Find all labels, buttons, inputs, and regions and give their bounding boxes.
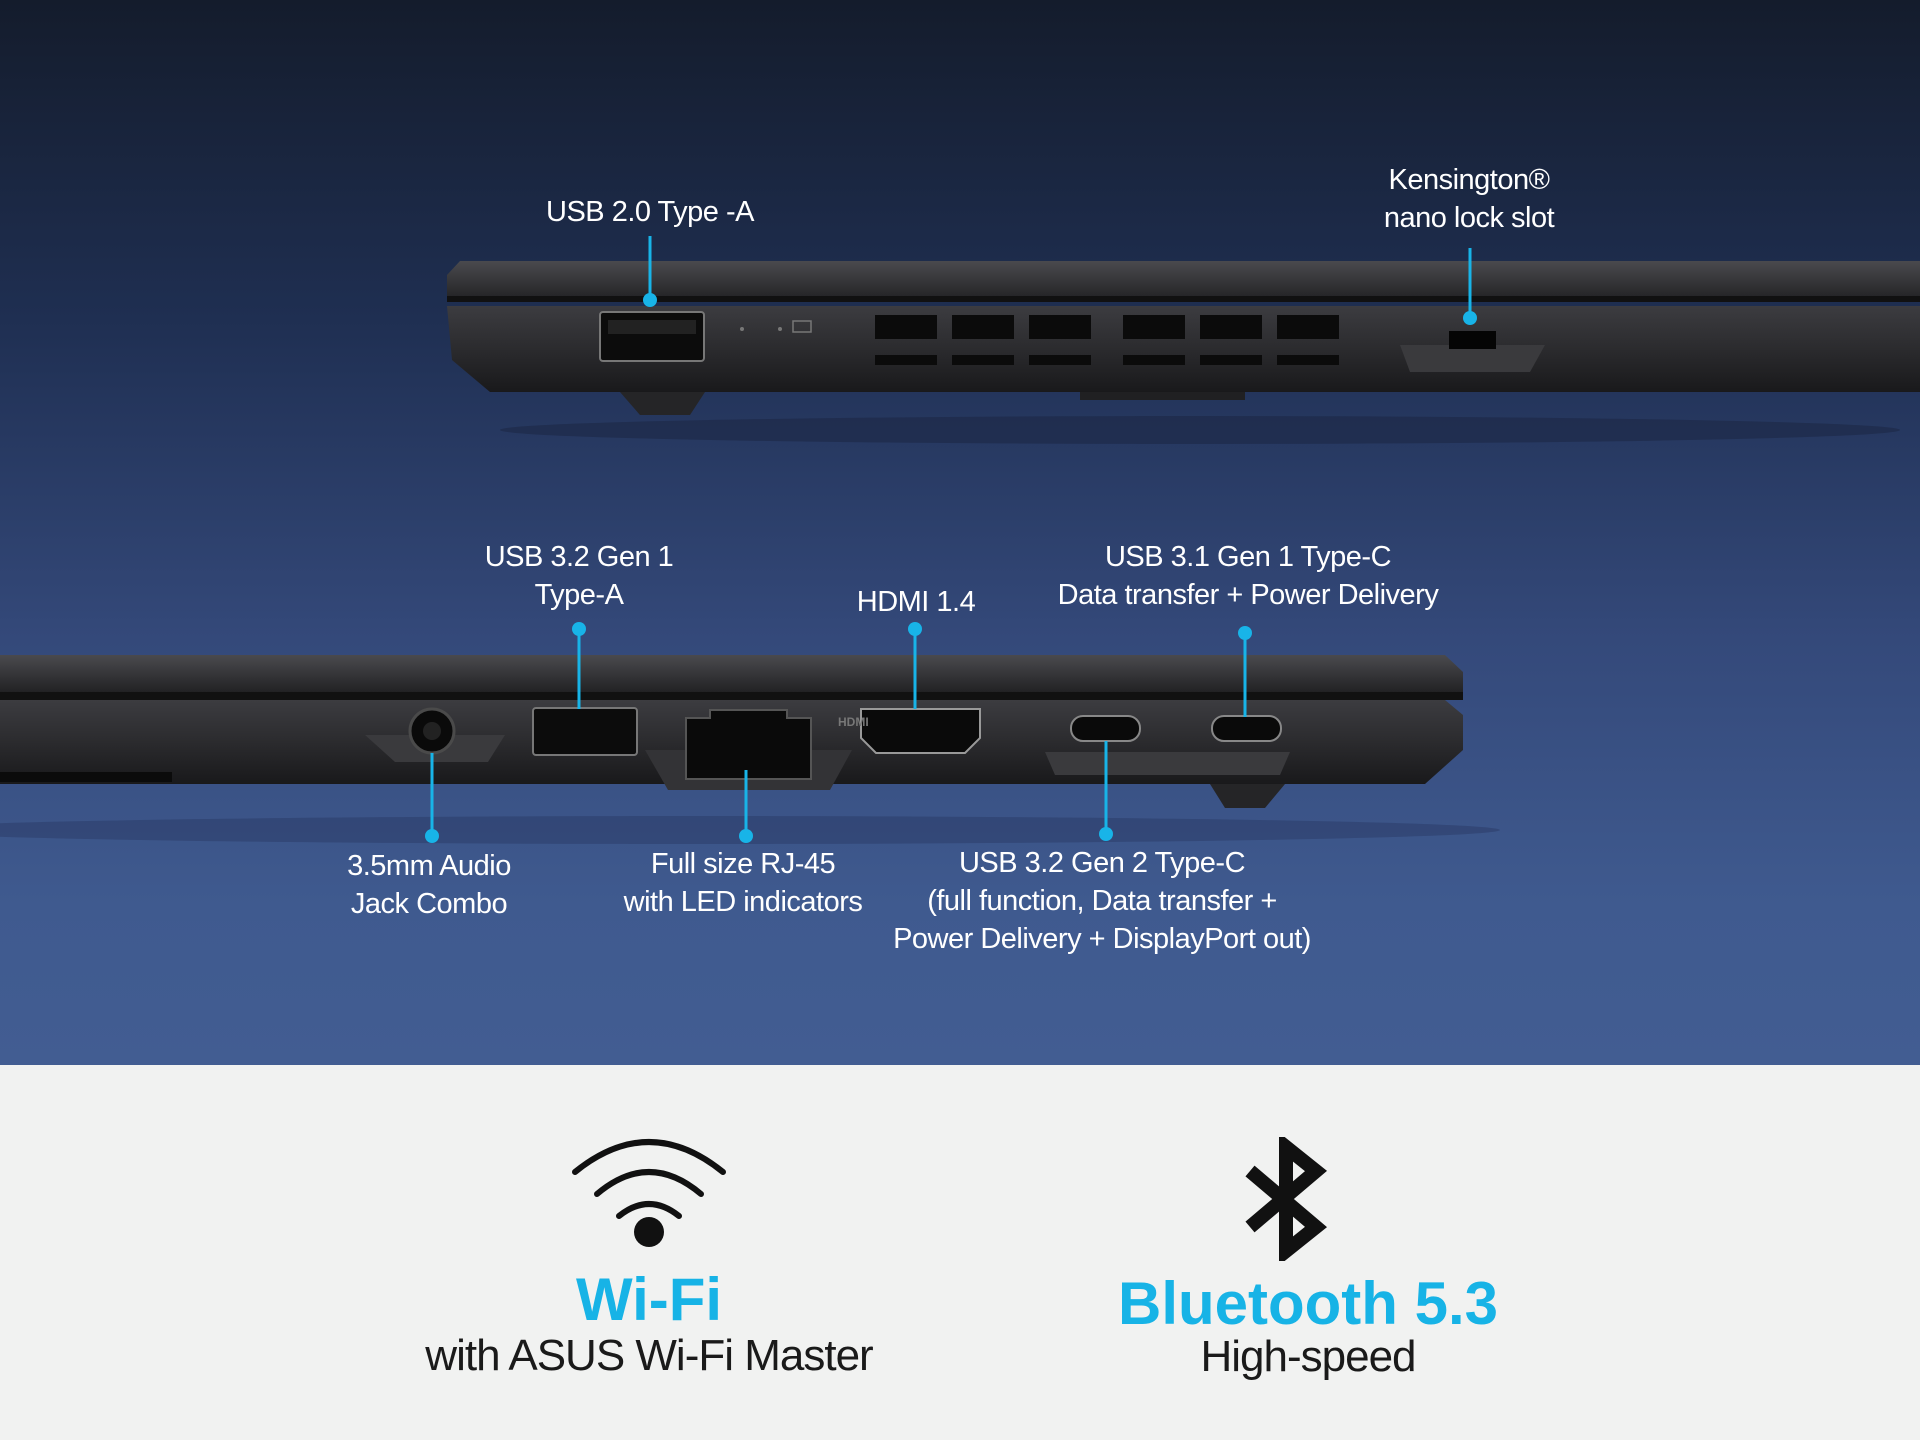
hdmi-marking: HDMI [838, 715, 869, 729]
usb-3-2-gen1-port [532, 707, 638, 756]
kensington-slot [1449, 331, 1496, 349]
laptop-left-side [447, 261, 1920, 444]
callout-line [1104, 741, 1108, 834]
label-hdmi: HDMI 1.4 [856, 586, 976, 618]
usb-c-gen1-port [1211, 715, 1282, 742]
usb-2-0-port [599, 311, 705, 362]
wifi-icon [572, 1139, 726, 1247]
usb-c-gen2-port [1070, 715, 1141, 742]
callout-line [744, 770, 748, 836]
callout-line [913, 629, 917, 709]
callout-line [430, 753, 434, 836]
callout-dot [908, 622, 922, 636]
connectivity-features: Wi-Fi with ASUS Wi-Fi Master Bluetooth 5… [0, 1065, 1920, 1440]
rj45-port [685, 709, 812, 780]
callout-dot [425, 829, 439, 843]
label-kensington: Kensington®nano lock slot [1383, 164, 1555, 234]
wifi-title: Wi-Fi [575, 1266, 723, 1333]
bluetooth-title: Bluetooth 5.3 [1117, 1270, 1499, 1337]
laptop-right-side: HDMI [0, 655, 1500, 844]
hdmi-port [860, 708, 981, 754]
callout-dot [572, 622, 586, 636]
callout-dot [1238, 626, 1252, 640]
callout-dot [1099, 827, 1113, 841]
label-usb-3-2-gen2-type-c: USB 3.2 Gen 2 Type-C(full function, Data… [893, 847, 1311, 955]
vents [875, 315, 1339, 365]
bluetooth-icon [1245, 1137, 1328, 1261]
wifi-subtitle: with ASUS Wi-Fi Master [425, 1331, 873, 1380]
callout-dot [643, 293, 657, 307]
bluetooth-subtitle: High-speed [1200, 1332, 1416, 1381]
callout-line [577, 629, 581, 709]
callout-dot [1463, 311, 1477, 325]
callout-line [1243, 633, 1247, 717]
callout-line [1468, 248, 1472, 318]
laptop-illustrations: HDMI [0, 261, 1920, 844]
ports-hero: HDMI USB 2.0 Type -A Kensington®nano loc… [0, 0, 1920, 1065]
callout-line [648, 236, 652, 300]
callout-dot [739, 829, 753, 843]
label-usb-2-0-type-a: USB 2.0 Type -A [546, 196, 754, 228]
